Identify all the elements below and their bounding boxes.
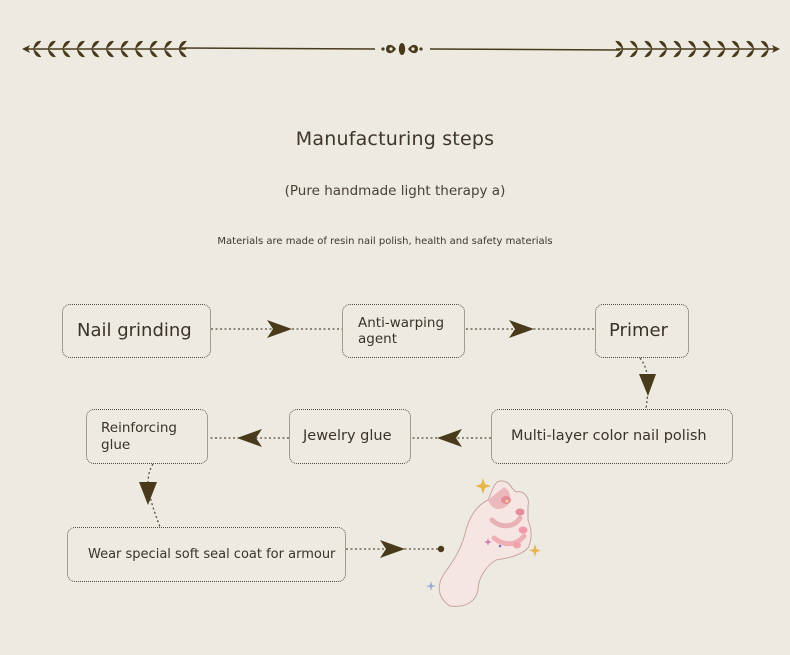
arrow-left-icon [437, 429, 462, 447]
step-nail-grinding: Nail grinding [62, 304, 211, 358]
header-ornament [22, 40, 780, 58]
arrow-right-icon [380, 540, 405, 558]
step-label: Jewelry glue [303, 427, 392, 444]
step-anti-warping-agent: Anti-warping agent [342, 304, 465, 358]
fleur-ornament-center [381, 43, 423, 55]
step-primer: Primer [595, 304, 689, 358]
hand-icon [426, 478, 541, 607]
ornament-line-right [429, 48, 621, 51]
step-label: Primer [609, 320, 668, 342]
step-label: Multi-layer color nail polish [511, 427, 707, 444]
step-label: Reinforcing glue [101, 420, 177, 453]
flow-end-dot [437, 545, 445, 553]
step-label: Nail grinding [77, 320, 192, 342]
connector-reinforcing-seal [147, 463, 161, 528]
step-label: Wear special soft seal coat for armour [88, 546, 336, 562]
arrow-down-icon [139, 482, 157, 505]
page-subtitle: (Pure handmade light therapy a) [284, 183, 506, 199]
step-jewelry-glue: Jewelry glue [289, 409, 411, 464]
materials-note: Materials are made of resin nail polish,… [217, 236, 553, 247]
page-title: Manufacturing steps [295, 128, 495, 150]
arrow-right-icon [509, 320, 534, 338]
arrow-left-icon [237, 429, 262, 447]
laurel-ornament-right [615, 40, 780, 58]
step-reinforcing-glue: Reinforcing glue [86, 409, 208, 464]
ornament-line-left [179, 47, 376, 50]
step-label: Anti-warping agent [358, 314, 445, 347]
arrow-down-icon [639, 374, 656, 396]
arrow-right-icon [267, 320, 292, 338]
laurel-ornament-left [22, 40, 187, 58]
step-multi-layer-color-nail-polish: Multi-layer color nail polish [491, 409, 733, 464]
connector-primer-multilayer [639, 357, 649, 409]
step-wear-seal-coat: Wear special soft seal coat for armour [67, 527, 346, 582]
